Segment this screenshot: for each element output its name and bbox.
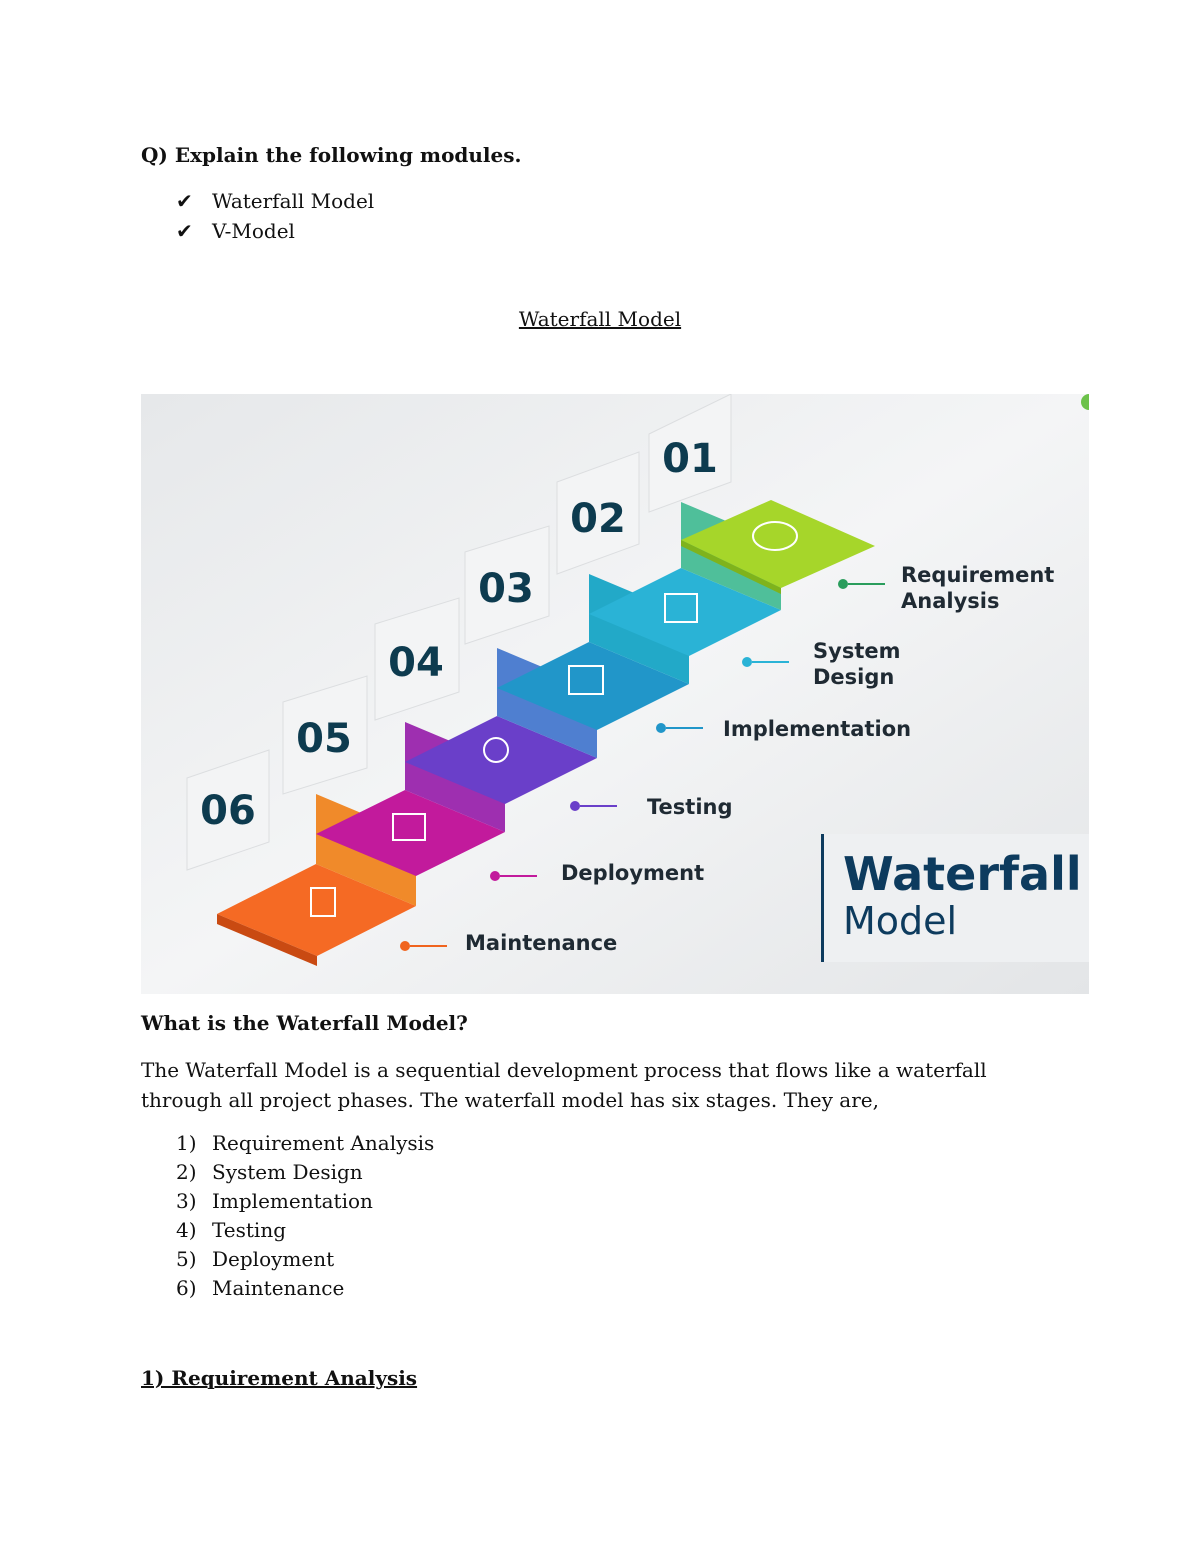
checklist-item: ✔ Waterfall Model — [176, 186, 374, 216]
step-requirement-analysis — [681, 500, 875, 594]
number-tile-01: 01 — [648, 394, 732, 513]
list-item: 5) Deployment — [176, 1245, 434, 1274]
checklist-icon — [310, 887, 336, 917]
list-item-label: Requirement Analysis — [212, 1131, 435, 1155]
list-item-label: Deployment — [212, 1247, 335, 1271]
list-item-label: Implementation — [212, 1189, 373, 1213]
chat-bubbles-icon — [752, 521, 798, 551]
question-text: Q) Explain the following modules. — [141, 143, 522, 167]
number-tile-02: 02 — [556, 451, 640, 575]
brand-subtitle: Model — [843, 899, 957, 943]
step-number: 03 — [478, 566, 534, 612]
svg-text:Deployment: Deployment — [561, 861, 704, 885]
step-number: 05 — [296, 716, 352, 762]
corner-dot — [1081, 394, 1089, 410]
step-number: 04 — [388, 640, 444, 686]
svg-text:Maintenance: Maintenance — [465, 931, 617, 955]
stages-list: 1) Requirement Analysis 2) System Design 3… — [176, 1129, 434, 1303]
list-item: 6) Maintenance — [176, 1274, 434, 1303]
stage-label-deployment: Deployment — [490, 861, 704, 885]
list-item-label: Testing — [212, 1218, 287, 1242]
brand-title: Waterfall — [843, 847, 1082, 901]
step-number: 02 — [570, 496, 626, 542]
what-is-heading: What is the Waterfall Model? — [141, 1011, 468, 1035]
svg-text:Requirement: Requirement — [901, 563, 1054, 587]
waterfall-model-brand-box: Waterfall Model — [821, 834, 1089, 962]
check-mark-icon: ✔ — [176, 189, 193, 213]
list-number: 1) — [176, 1131, 197, 1155]
section-title: Waterfall Model — [518, 307, 682, 331]
svg-text:Analysis: Analysis — [901, 589, 999, 613]
stage-label-maintenance: Maintenance — [400, 931, 617, 955]
list-item: 4) Testing — [176, 1216, 434, 1245]
checklist-item-label: Waterfall Model — [212, 189, 375, 213]
list-number: 3) — [176, 1189, 197, 1213]
list-number: 2) — [176, 1160, 197, 1184]
stage-label-implementation: Implementation — [656, 717, 911, 741]
list-item: 1) Requirement Analysis — [176, 1129, 434, 1158]
list-item-label: Maintenance — [212, 1276, 345, 1300]
intro-paragraph: The Waterfall Model is a sequential deve… — [141, 1058, 987, 1112]
number-tile-03: 03 — [464, 525, 550, 645]
svg-text:System: System — [813, 639, 900, 663]
stage-label-requirement-analysis: Requirement Analysis — [838, 563, 1054, 613]
stage-label-system-design: System Design — [742, 639, 900, 689]
list-item: 3) Implementation — [176, 1187, 434, 1216]
design-screen-icon — [664, 593, 698, 623]
list-number: 5) — [176, 1247, 197, 1271]
list-number: 6) — [176, 1276, 197, 1300]
svg-text:Design: Design — [813, 665, 894, 689]
waterfall-model-figure: 01 02 03 04 05 06 — [141, 394, 1089, 994]
number-tile-05: 05 — [282, 675, 368, 795]
stage-label-testing: Testing — [570, 795, 733, 819]
svg-text:Implementation: Implementation — [723, 717, 911, 741]
requirement-analysis-heading: 1) Requirement Analysis — [141, 1366, 418, 1390]
step-number: 06 — [200, 788, 256, 834]
lightbulb-gear-icon — [483, 737, 509, 763]
step-number: 01 — [662, 436, 718, 482]
monitor-icon — [392, 813, 426, 841]
checklist-item-label: V-Model — [212, 219, 295, 243]
list-item: 2) System Design — [176, 1158, 434, 1187]
check-mark-icon: ✔ — [176, 219, 193, 243]
number-tile-06: 06 — [186, 749, 270, 871]
module-checklist: ✔ Waterfall Model ✔ V-Model — [176, 186, 374, 246]
list-number: 4) — [176, 1218, 197, 1242]
list-item-label: System Design — [212, 1160, 363, 1184]
svg-text:Testing: Testing — [647, 795, 733, 819]
number-tile-04: 04 — [374, 597, 460, 721]
checklist-item: ✔ V-Model — [176, 216, 374, 246]
code-screen-icon — [568, 665, 604, 695]
